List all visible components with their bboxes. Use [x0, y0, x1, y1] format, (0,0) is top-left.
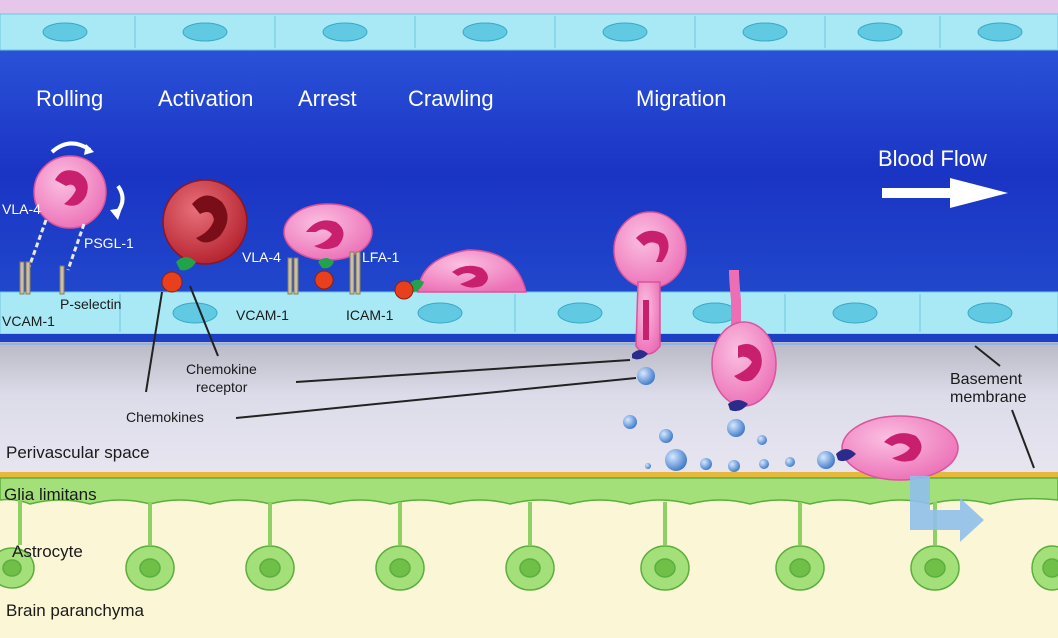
stage-label-arrest: Arrest — [298, 86, 357, 111]
blood-flow-arrow-icon — [882, 178, 1008, 208]
stage-label-crawling: Crawling — [408, 86, 494, 111]
astrocyte-cell — [375, 502, 425, 591]
lfa1-label: LFA-1 — [362, 249, 400, 265]
chemokine-receptor-label-1: Chemokine — [186, 361, 257, 377]
psgl1-label: PSGL-1 — [84, 235, 134, 251]
bottom-endothelium — [0, 291, 1058, 345]
arrested-leukocyte — [283, 203, 373, 295]
chemokine-receptor-label-2: receptor — [196, 379, 248, 395]
rolling-leukocyte — [19, 141, 125, 295]
stage-label-rolling: Rolling — [36, 86, 103, 111]
astrocyte-cell — [1031, 545, 1058, 591]
vessel-lumen — [0, 48, 1058, 298]
activated-leukocyte — [161, 179, 248, 293]
entry-arrow-icon — [910, 476, 984, 542]
pointer-lines — [145, 285, 1035, 469]
astrocyte-cell — [775, 502, 825, 591]
basement-membrane-label-2: membrane — [950, 389, 1027, 406]
chemokine-bubbles — [623, 415, 795, 472]
astrocytes — [0, 500, 1058, 591]
brain-parenchyma-label: Brain paranchyma — [6, 601, 145, 620]
icam1-label: ICAM-1 — [346, 307, 394, 323]
top-endothelium — [0, 13, 1058, 51]
astrocyte-cell — [0, 500, 35, 589]
stage-label-migration: Migration — [636, 86, 726, 111]
astrocyte-cell — [245, 502, 295, 591]
vcam1-label: VCAM-1 — [2, 313, 55, 329]
astrocyte-cell — [125, 502, 175, 591]
basement-membrane-band — [0, 334, 1058, 342]
crawling-leukocyte — [394, 249, 527, 300]
p-selectin-label: P-selectin — [60, 296, 121, 312]
migrating-leukocyte — [613, 211, 687, 385]
astrocyte-label: Astrocyte — [12, 542, 83, 561]
astrocyte-cell — [505, 502, 555, 591]
astrocyte-cell — [640, 502, 690, 591]
basement-membrane-label-1: Basement — [950, 371, 1023, 388]
glia-limitans-label: Glia limitans — [4, 485, 97, 504]
blood-flow-label: Blood Flow — [878, 146, 987, 171]
chemokines-label: Chemokines — [126, 409, 204, 425]
vla4-label: VLA-4 — [2, 201, 41, 217]
migrating-leukocyte — [711, 269, 777, 437]
perivascular-leukocyte — [817, 415, 984, 542]
perivascular-space-label: Perivascular space — [6, 443, 150, 462]
vcam1-arrest-label: VCAM-1 — [236, 307, 289, 323]
stage-label-activation: Activation — [158, 86, 253, 111]
vla4-arrest-label: VLA-4 — [242, 249, 281, 265]
